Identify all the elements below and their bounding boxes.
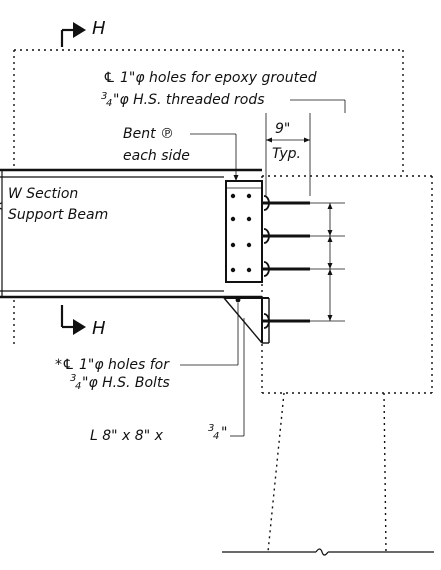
section-mark-top-letter: H [92, 18, 106, 39]
bolt-holes-note-line2: 3 4 "φ H.S. Bolts [70, 373, 170, 392]
angle-label: L 8" x 8" x 3 4 " [90, 423, 227, 444]
svg-text:": " [221, 425, 227, 441]
base-break-line [222, 548, 434, 556]
svg-text:3: 3 [208, 423, 214, 434]
bent-plate [225, 180, 263, 283]
section-mark-bottom: H [60, 305, 106, 339]
svg-text:4: 4 [106, 98, 112, 109]
svg-text:3: 3 [101, 91, 107, 102]
svg-text:L 8" x 8" x: L 8" x 8" x [90, 428, 164, 444]
svg-text:"φ H.S. Bolts: "φ H.S. Bolts [82, 375, 170, 391]
beam-label-line2: Support Beam [8, 207, 108, 223]
dim-typ-label: Typ. [272, 146, 301, 162]
bent-plate-label-line2: each side [123, 148, 190, 164]
bolt-holes-note-line1: *℄ 1"φ holes for [55, 357, 170, 373]
svg-text:4: 4 [75, 381, 81, 392]
support-beam [0, 168, 262, 299]
dim-value-label: 9" [275, 121, 290, 137]
seat-angle [223, 297, 270, 344]
svg-text:"φ H.S. threaded rods: "φ H.S. threaded rods [113, 92, 265, 108]
beam-label-line1: W Section [8, 186, 78, 202]
dimension-9-typ [265, 113, 311, 196]
plate-bolt-holes [230, 193, 252, 273]
epoxy-holes-note-line2: 3 4 "φ H.S. threaded rods [101, 91, 265, 109]
epoxy-holes-note-line1: ℄ 1"φ holes for epoxy grouted [103, 70, 317, 86]
dimension-rod-spacing [327, 203, 333, 321]
bolt-holes-leader [180, 303, 239, 366]
angle-leader [230, 318, 245, 437]
bent-plate-label-line1: Bent ℗ [123, 126, 174, 142]
threaded-rods [262, 195, 345, 329]
section-mark-top: H [60, 18, 106, 47]
section-mark-bottom-letter: H [92, 318, 106, 339]
column-outline [13, 49, 433, 553]
bent-plate-leader [190, 133, 239, 181]
svg-text:4: 4 [213, 431, 219, 442]
svg-text:3: 3 [70, 373, 76, 384]
